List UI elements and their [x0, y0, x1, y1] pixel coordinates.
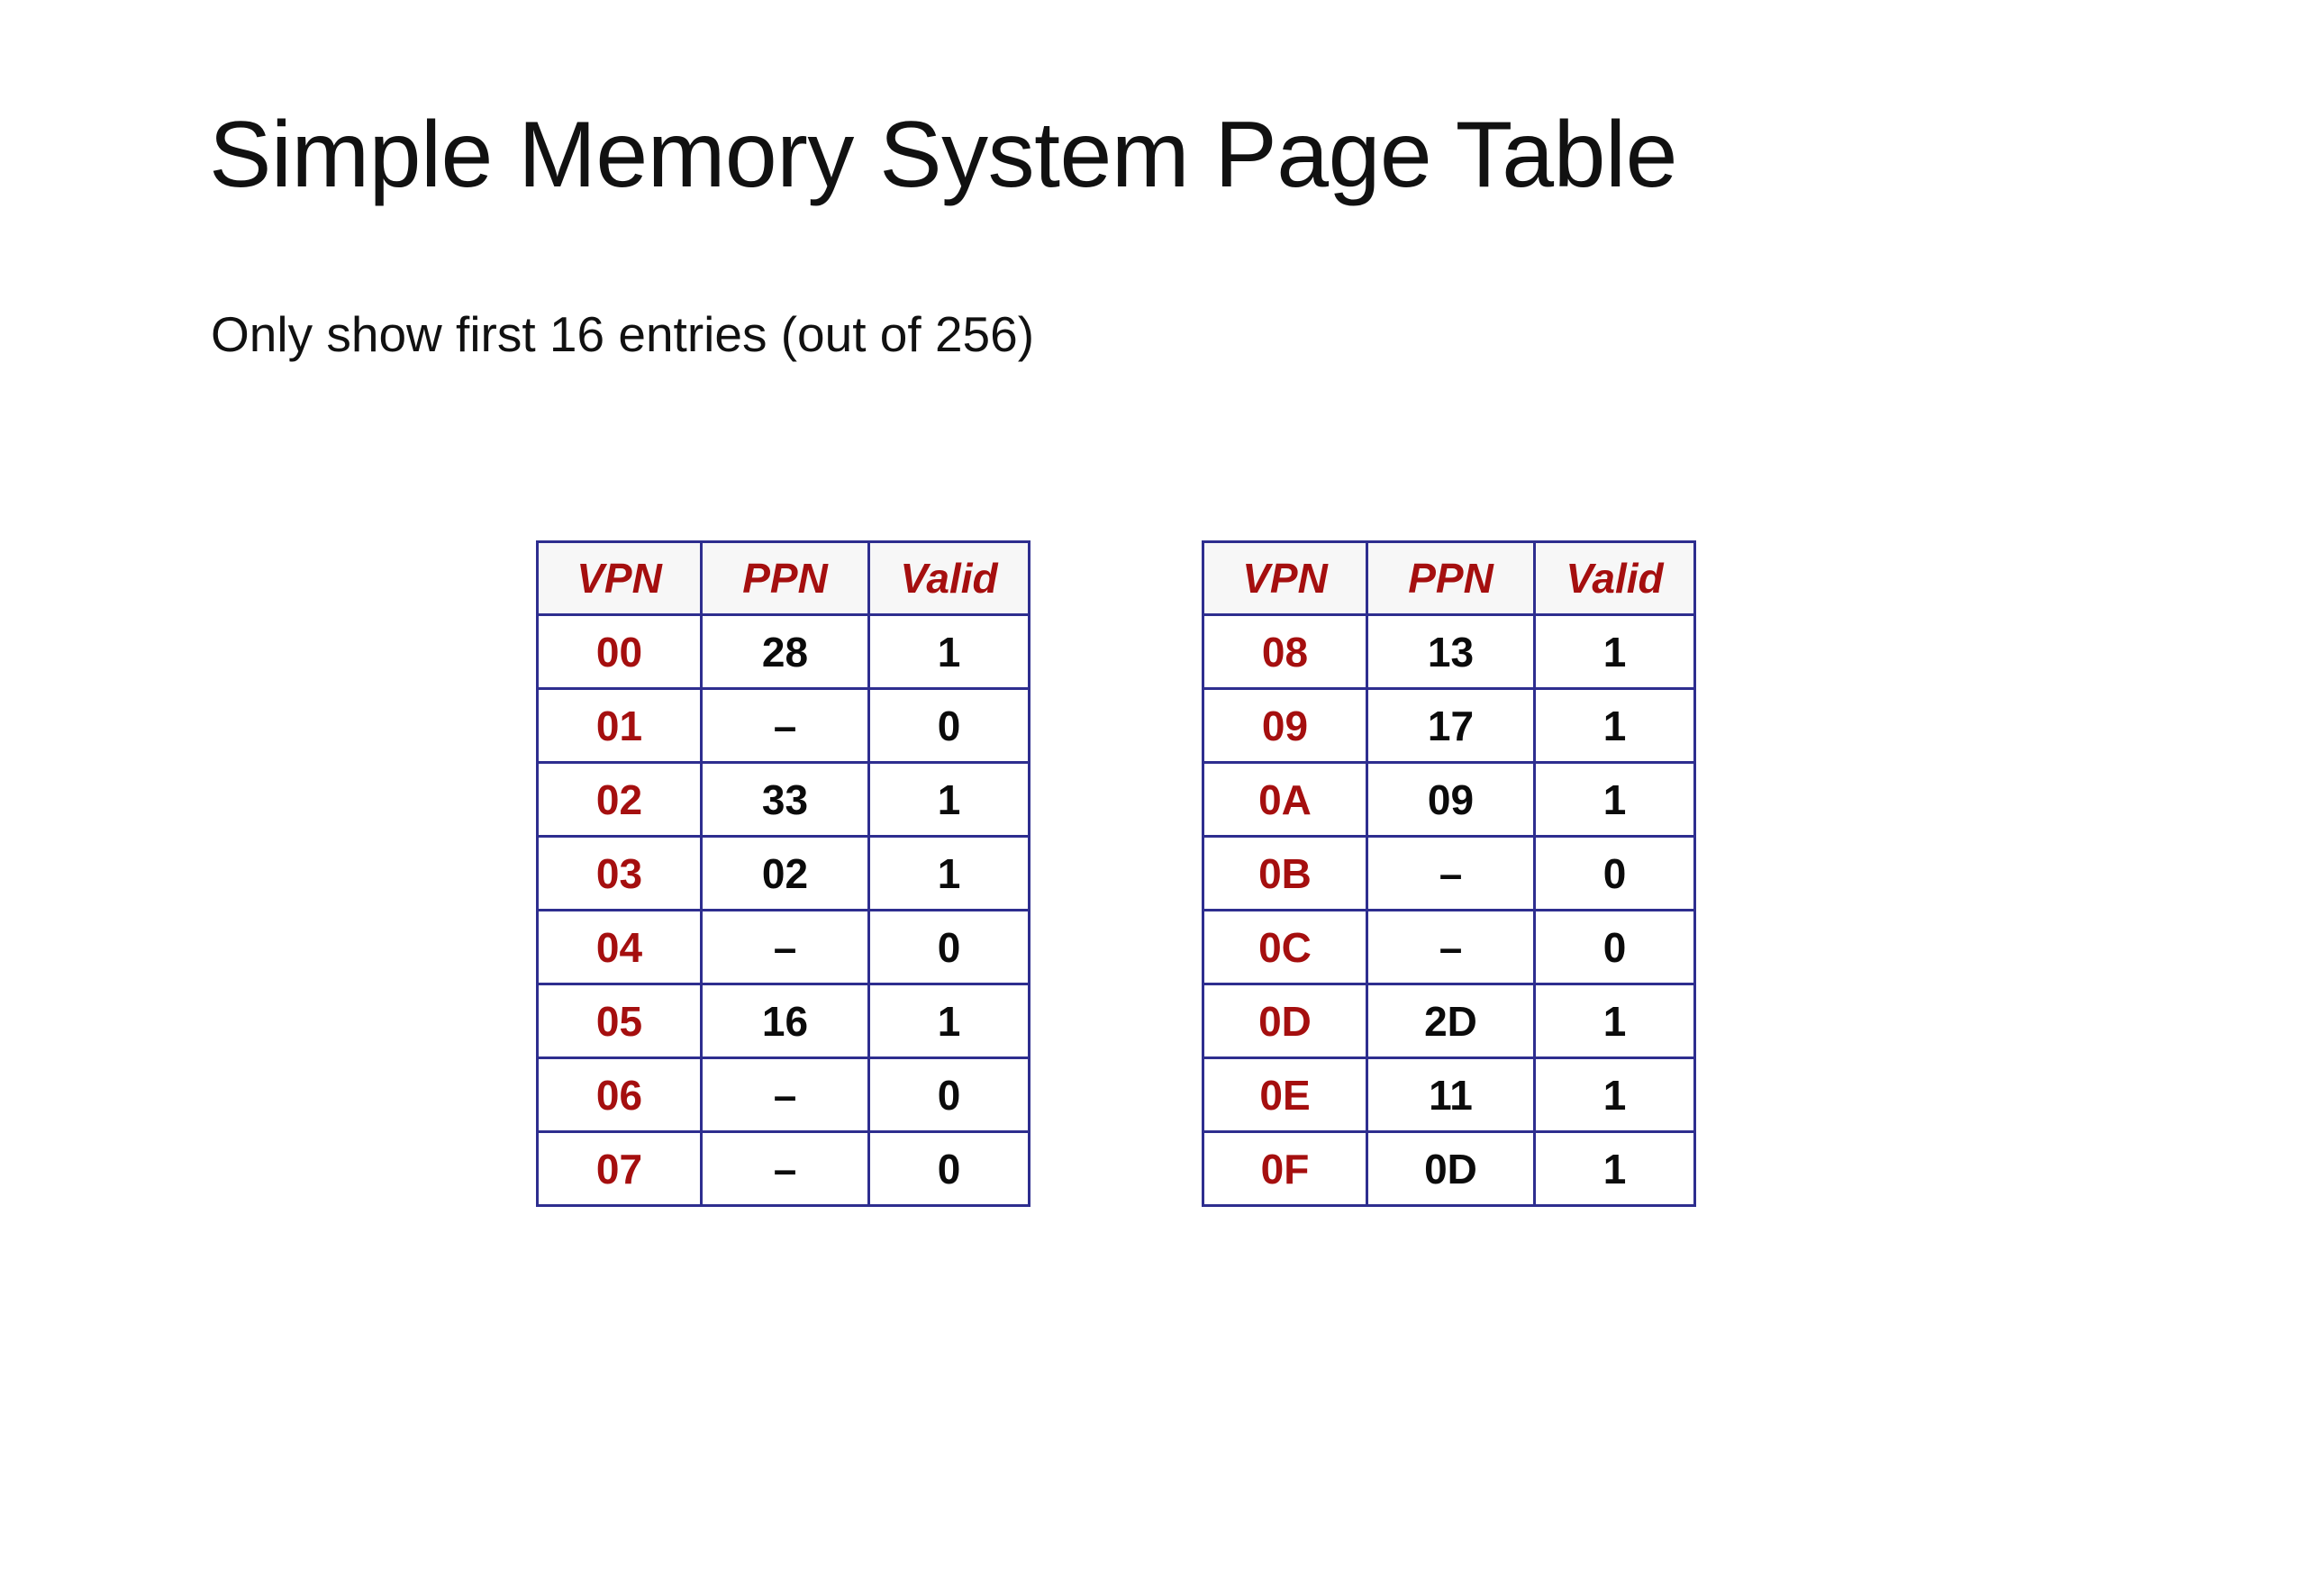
cell-ppn: – — [1366, 835, 1536, 911]
table-row: 05 16 1 — [536, 983, 1030, 1059]
table-row: 0A 09 1 — [1202, 761, 1696, 838]
table-row: 0B – 0 — [1202, 835, 1696, 911]
table-row: 0E 11 1 — [1202, 1056, 1696, 1133]
cell-vpn: 0F — [1202, 1130, 1368, 1207]
cell-valid: 1 — [867, 761, 1030, 838]
cell-vpn: 06 — [536, 1056, 703, 1133]
cell-valid: 0 — [1533, 835, 1696, 911]
cell-vpn: 0C — [1202, 909, 1368, 985]
cell-valid: 1 — [1533, 1056, 1696, 1133]
cell-valid: 1 — [1533, 613, 1696, 690]
cell-vpn: 08 — [1202, 613, 1368, 690]
column-header-valid: Valid — [867, 540, 1030, 616]
table-row: 0D 2D 1 — [1202, 983, 1696, 1059]
page-table-entries-00-07: VPN PPN Valid 00 28 1 01 – 0 02 33 1 03 … — [536, 540, 1030, 1207]
page-subtitle: Only show first 16 entries (out of 256) — [211, 306, 1035, 362]
cell-valid: 0 — [867, 687, 1030, 764]
cell-vpn: 05 — [536, 983, 703, 1059]
table-row: 01 – 0 — [536, 687, 1030, 764]
table-row: 0C – 0 — [1202, 909, 1696, 985]
cell-vpn: 09 — [1202, 687, 1368, 764]
table-row: 02 33 1 — [536, 761, 1030, 838]
table-row: 00 28 1 — [536, 613, 1030, 690]
cell-vpn: 0D — [1202, 983, 1368, 1059]
table-row: 03 02 1 — [536, 835, 1030, 911]
table-header-row: VPN PPN Valid — [1202, 540, 1696, 616]
table-row: 07 – 0 — [536, 1130, 1030, 1207]
cell-ppn: 16 — [700, 983, 870, 1059]
cell-valid: 0 — [867, 909, 1030, 985]
table-row: 09 17 1 — [1202, 687, 1696, 764]
column-header-valid: Valid — [1533, 540, 1696, 616]
cell-vpn: 0E — [1202, 1056, 1368, 1133]
cell-vpn: 00 — [536, 613, 703, 690]
column-header-vpn: VPN — [1202, 540, 1368, 616]
cell-valid: 1 — [1533, 687, 1696, 764]
table-row: 0F 0D 1 — [1202, 1130, 1696, 1207]
cell-valid: 1 — [867, 835, 1030, 911]
page-table-entries-08-0f: VPN PPN Valid 08 13 1 09 17 1 0A 09 1 0B… — [1202, 540, 1696, 1207]
cell-ppn: – — [700, 687, 870, 764]
cell-vpn: 01 — [536, 687, 703, 764]
cell-vpn: 0B — [1202, 835, 1368, 911]
cell-vpn: 07 — [536, 1130, 703, 1207]
cell-valid: 0 — [1533, 909, 1696, 985]
cell-valid: 1 — [867, 983, 1030, 1059]
cell-ppn: – — [700, 1056, 870, 1133]
cell-valid: 0 — [867, 1056, 1030, 1133]
page-title: Simple Memory System Page Table — [209, 103, 1677, 207]
table-row: 08 13 1 — [1202, 613, 1696, 690]
table-header-row: VPN PPN Valid — [536, 540, 1030, 616]
cell-valid: 0 — [867, 1130, 1030, 1207]
cell-ppn: 09 — [1366, 761, 1536, 838]
cell-valid: 1 — [1533, 761, 1696, 838]
cell-ppn: 33 — [700, 761, 870, 838]
table-row: 06 – 0 — [536, 1056, 1030, 1133]
cell-ppn: 17 — [1366, 687, 1536, 764]
cell-ppn: 0D — [1366, 1130, 1536, 1207]
cell-ppn: – — [1366, 909, 1536, 985]
table-body: 08 13 1 09 17 1 0A 09 1 0B – 0 0C – 0 0D… — [1202, 613, 1696, 1207]
cell-vpn: 0A — [1202, 761, 1368, 838]
cell-valid: 1 — [1533, 1130, 1696, 1207]
cell-vpn: 02 — [536, 761, 703, 838]
cell-valid: 1 — [1533, 983, 1696, 1059]
cell-ppn: 28 — [700, 613, 870, 690]
cell-vpn: 04 — [536, 909, 703, 985]
cell-valid: 1 — [867, 613, 1030, 690]
column-header-ppn: PPN — [700, 540, 870, 616]
cell-ppn: 02 — [700, 835, 870, 911]
cell-vpn: 03 — [536, 835, 703, 911]
table-body: 00 28 1 01 – 0 02 33 1 03 02 1 04 – 0 05… — [536, 613, 1030, 1207]
cell-ppn: – — [700, 1130, 870, 1207]
cell-ppn: 2D — [1366, 983, 1536, 1059]
cell-ppn: 13 — [1366, 613, 1536, 690]
cell-ppn: 11 — [1366, 1056, 1536, 1133]
column-header-vpn: VPN — [536, 540, 703, 616]
column-header-ppn: PPN — [1366, 540, 1536, 616]
cell-ppn: – — [700, 909, 870, 985]
table-row: 04 – 0 — [536, 909, 1030, 985]
